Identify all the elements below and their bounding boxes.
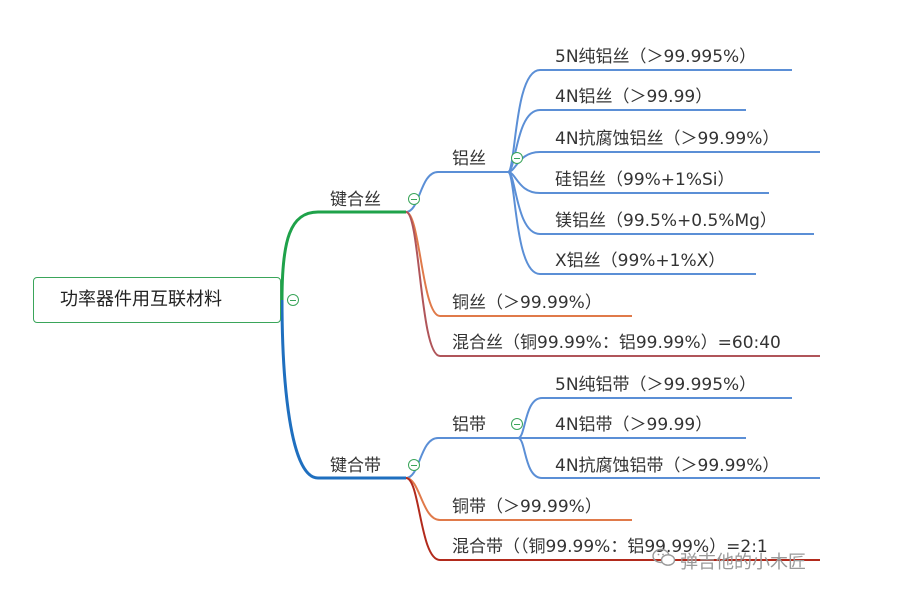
collapse-root-icon[interactable]: [287, 294, 299, 306]
collapse-bonding-wire-icon[interactable]: [408, 193, 420, 205]
node-mixed-ribbon[interactable]: 混合带（（铜99.99%：铝99.99%）=2:1: [452, 537, 768, 557]
node-aluminum-ribbon-item[interactable]: 4N抗腐蚀铝带（＞99.99%）: [555, 456, 780, 476]
node-bonding-wire[interactable]: 键合丝: [330, 190, 381, 210]
collapse-aluminum-ribbon-icon[interactable]: [511, 418, 523, 430]
watermark-text: 弹吉他的小木匠: [680, 552, 806, 573]
node-mixed-wire[interactable]: 混合丝（铜99.99%：铝99.99%）=60:40: [452, 333, 781, 353]
node-aluminum-wire-item[interactable]: 硅铝丝（99%+1%Si）: [555, 170, 735, 190]
node-copper-wire[interactable]: 铜丝（＞99.99%）: [452, 293, 602, 313]
root-node[interactable]: [33, 277, 281, 323]
connector-wire-to-mixed: [405, 211, 820, 357]
node-aluminum-wire-item[interactable]: X铝丝（99%+1%X）: [555, 251, 726, 271]
connector-ribbon-to-aluminum: [405, 437, 518, 479]
node-aluminum-wire[interactable]: 铝丝: [452, 149, 486, 169]
connector-root-to-bonding-ribbon: [280, 299, 406, 480]
root-label: 功率器件用互联材料: [60, 289, 222, 310]
connector-aluminum-ribbon-items: [517, 397, 820, 479]
collapse-bonding-ribbon-icon[interactable]: [408, 459, 420, 471]
connector-root-to-bonding-wire: [280, 210, 406, 301]
node-aluminum-wire-item[interactable]: 镁铝丝（99.5%+0.5%Mg）: [555, 211, 777, 231]
connector-aluminum-items: [507, 69, 820, 275]
connector-wire-to-aluminum: [405, 171, 508, 213]
collapse-aluminum-wire-icon[interactable]: [511, 152, 523, 164]
node-aluminum-wire-item[interactable]: 5N纯铝丝（＞99.995%）: [555, 47, 757, 67]
node-copper-ribbon[interactable]: 铜带（＞99.99%）: [452, 497, 602, 517]
node-aluminum-wire-item[interactable]: 4N铝丝（＞99.99）: [555, 87, 713, 107]
wechat-icon: [652, 548, 676, 566]
node-aluminum-ribbon[interactable]: 铝带: [452, 415, 486, 435]
node-aluminum-ribbon-item[interactable]: 5N纯铝带（＞99.995%）: [555, 375, 757, 395]
connector-ribbon-to-mixed: [405, 477, 820, 561]
node-bonding-ribbon[interactable]: 键合带: [330, 456, 381, 476]
node-aluminum-wire-item[interactable]: 4N抗腐蚀铝丝（＞99.99%）: [555, 129, 780, 149]
node-aluminum-ribbon-item[interactable]: 4N铝带（＞99.99）: [555, 415, 713, 435]
